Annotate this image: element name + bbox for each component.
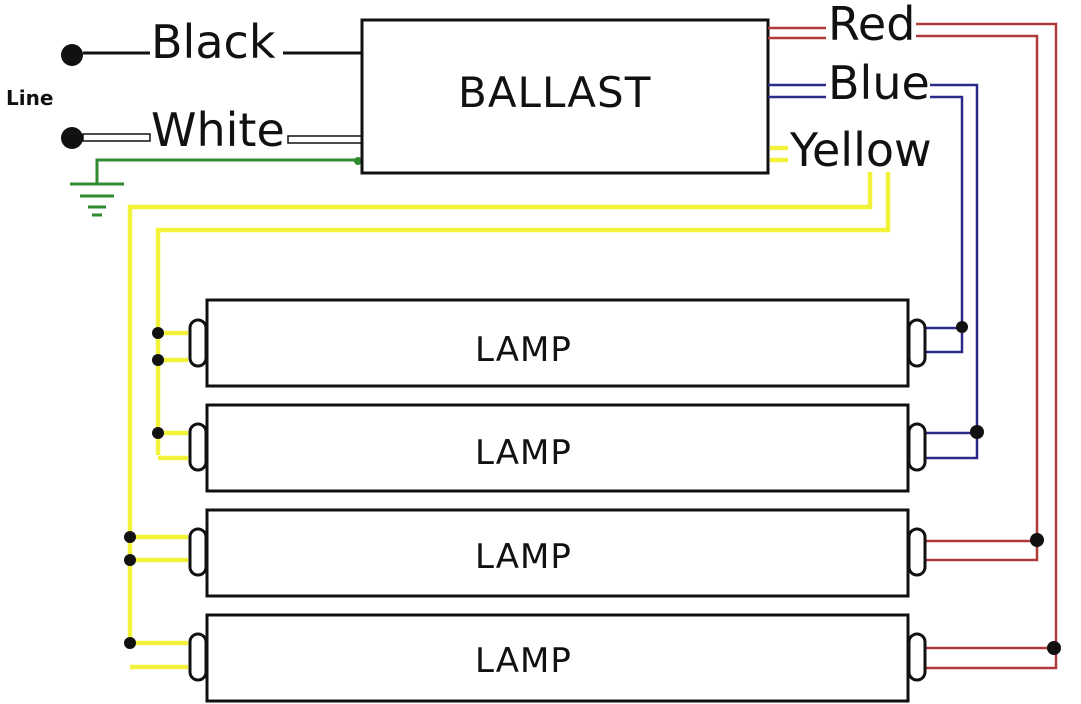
lamp-2 (188, 403, 927, 493)
lamp-4 (188, 613, 927, 703)
lamp-4-label: LAMP (475, 641, 572, 681)
lamp-3 (188, 508, 927, 598)
black-wire-label: Black (151, 15, 276, 69)
yellow-wires (127, 145, 891, 670)
blue-wire-label: Blue (828, 56, 930, 110)
lamp-1-label: LAMP (475, 330, 572, 370)
line-terminal-white (61, 127, 83, 149)
lamp-3-label: LAMP (475, 537, 572, 577)
yellow-wire-label: Yellow (790, 123, 932, 177)
junction-dots (124, 321, 1061, 655)
ground-wire (70, 158, 362, 217)
red-wires (768, 22, 1058, 670)
lamp-1 (188, 298, 927, 388)
ground-junction (354, 157, 362, 165)
blue-wires (768, 83, 979, 460)
line-label: Line (6, 86, 54, 110)
red-wire-label: Red (828, 0, 916, 51)
white-wire-label: White (151, 103, 285, 157)
line-terminal-black (61, 44, 83, 66)
ballast-label: BALLAST (458, 68, 652, 117)
lamp-2-label: LAMP (475, 433, 572, 473)
